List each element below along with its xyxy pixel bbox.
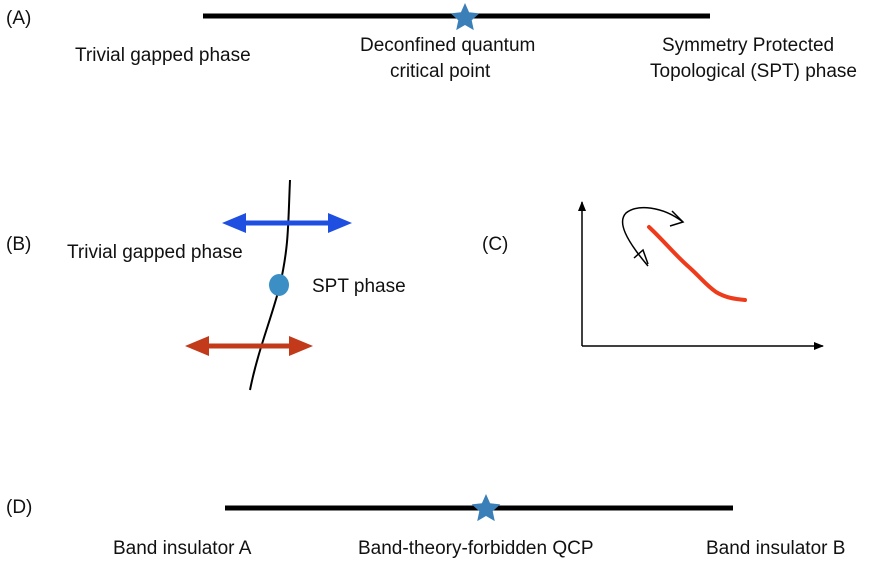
panel-c-tag: (C) bbox=[482, 234, 509, 255]
panel-a-center-label-line1: Deconfined quantum bbox=[360, 35, 536, 56]
panel-c-loop-arrowhead-left bbox=[633, 248, 649, 265]
panel-a-center-label-line2: critical point bbox=[390, 61, 491, 82]
panel-a-star-icon bbox=[450, 3, 480, 31]
panel-b-blue-double-arrow bbox=[222, 213, 352, 233]
panel-b-tag: (B) bbox=[6, 234, 32, 255]
panel-a-left-label: Trivial gapped phase bbox=[75, 45, 251, 66]
panel-d-star-icon bbox=[471, 494, 501, 522]
panel-c-loop-arrowhead-top bbox=[669, 210, 685, 227]
panel-a-right-label-line2: Topological (SPT) phase bbox=[650, 61, 857, 82]
panel-b-left-label: Trivial gapped phase bbox=[67, 242, 243, 263]
panel-d-tag: (D) bbox=[6, 497, 33, 518]
panel-b-right-label: SPT phase bbox=[312, 276, 406, 297]
panel-a-tag: (A) bbox=[6, 8, 32, 29]
panel-c-red-curve bbox=[647, 225, 747, 302]
panel-d-left-label: Band insulator A bbox=[113, 538, 252, 559]
panel-d-right-label: Band insulator B bbox=[706, 538, 846, 559]
panel-a-right-label-line1: Symmetry Protected bbox=[662, 35, 835, 56]
panel-b-red-double-arrow bbox=[185, 336, 313, 356]
panel-d-center-label: Band-theory-forbidden QCP bbox=[358, 538, 594, 559]
panel-b-critical-point-dot bbox=[269, 274, 289, 296]
panel-c-rg-loop bbox=[621, 207, 684, 267]
